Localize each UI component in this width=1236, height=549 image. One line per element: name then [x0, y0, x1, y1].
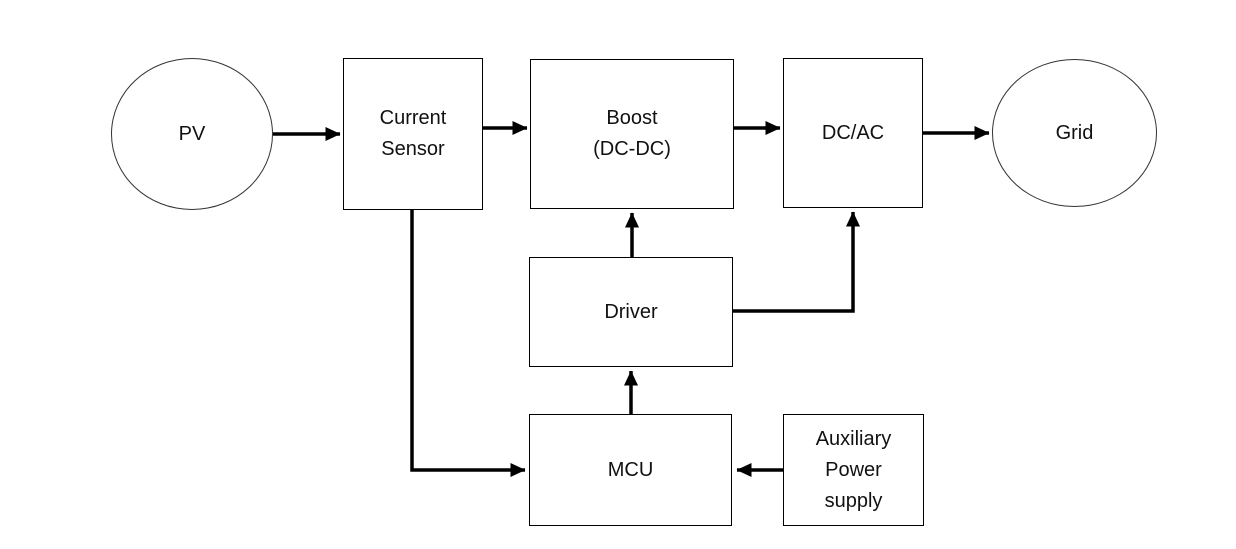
node-auxiliary-power-supply: Auxiliary Power supply — [783, 414, 924, 526]
node-mcu-label: MCU — [607, 458, 654, 481]
node-boost-dcdc-label: Boost (DC-DC) — [593, 107, 671, 160]
node-dc-ac: DC/AC — [783, 58, 923, 208]
node-dc-ac-label: DC/AC — [821, 121, 885, 144]
node-current-sensor: Current Sensor — [343, 58, 483, 210]
node-pv: PV — [111, 58, 273, 210]
node-pv-label: PV — [178, 122, 206, 145]
arrow-driver-to-dcac — [733, 211, 860, 313]
node-grid-label: Grid — [1055, 121, 1094, 144]
node-driver: Driver — [529, 257, 733, 367]
node-boost-dcdc: Boost (DC-DC) — [530, 59, 734, 209]
node-current-sensor-label: Current Sensor — [379, 107, 447, 160]
node-auxiliary-power-supply-label: Auxiliary Power supply — [815, 427, 892, 512]
node-grid: Grid — [992, 59, 1157, 207]
arrow-current-sensor-to-mcu — [410, 210, 526, 477]
node-mcu: MCU — [529, 414, 732, 526]
node-driver-label: Driver — [604, 300, 658, 323]
